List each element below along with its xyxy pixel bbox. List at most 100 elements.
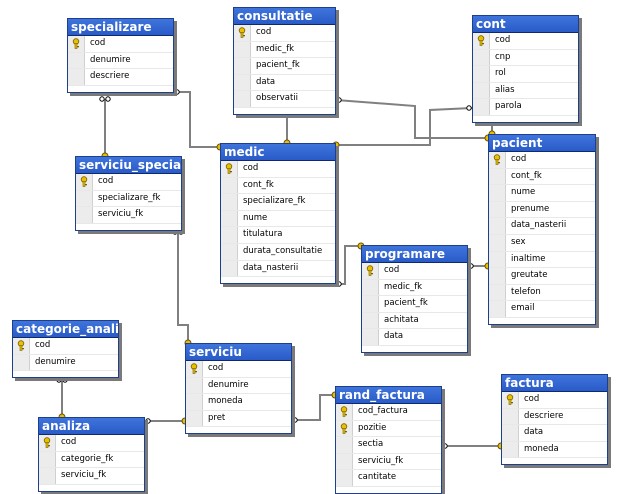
column-row[interactable]: observatii bbox=[234, 91, 335, 108]
column-row[interactable]: cod bbox=[76, 174, 181, 191]
column-row[interactable]: cod_factura bbox=[336, 404, 441, 421]
column-row[interactable]: pret bbox=[186, 410, 291, 428]
column-row[interactable]: cod bbox=[68, 36, 173, 53]
column-row[interactable]: medic_fk bbox=[234, 41, 335, 59]
column-row[interactable]: data bbox=[502, 425, 607, 442]
column-name: cod bbox=[35, 340, 51, 350]
column-row[interactable]: cod bbox=[186, 361, 291, 378]
table-footer bbox=[13, 371, 118, 377]
column-row[interactable]: email bbox=[489, 301, 595, 318]
column-row[interactable]: specializare_fk bbox=[221, 194, 335, 211]
table-title[interactable]: rand_factura bbox=[336, 387, 441, 404]
primary-key-icon bbox=[43, 437, 51, 448]
column-row[interactable]: cod bbox=[221, 161, 335, 178]
column-row[interactable]: cnp bbox=[473, 49, 578, 67]
table-title[interactable]: cont bbox=[473, 16, 578, 33]
row-selector bbox=[186, 394, 203, 410]
column-row[interactable]: denumire bbox=[68, 52, 173, 70]
column-row[interactable]: sectia bbox=[336, 437, 441, 454]
column-row[interactable]: rol bbox=[473, 66, 578, 83]
column-row[interactable]: nume bbox=[489, 185, 595, 202]
table-title[interactable]: serviciu_speciali: bbox=[76, 157, 181, 174]
relationship-line[interactable] bbox=[335, 99, 488, 139]
column-row[interactable]: titulatura bbox=[221, 227, 335, 244]
table-title[interactable]: medic bbox=[221, 144, 335, 161]
column-row[interactable]: pozitie bbox=[336, 420, 441, 438]
column-row[interactable]: durata_consultatie bbox=[221, 243, 335, 261]
table-title[interactable]: serviciu bbox=[186, 344, 291, 361]
column-row[interactable]: cod bbox=[489, 152, 595, 169]
relationship-line[interactable] bbox=[174, 91, 220, 148]
table-title[interactable]: analiza bbox=[39, 418, 144, 435]
column-name: cod bbox=[511, 154, 527, 164]
row-selector bbox=[13, 354, 30, 371]
column-row[interactable]: pacient_fk bbox=[362, 296, 467, 313]
column-row[interactable]: prenume bbox=[489, 201, 595, 219]
relationship-line[interactable] bbox=[336, 107, 473, 146]
table-title[interactable]: specializare bbox=[68, 19, 173, 36]
column-row[interactable]: moneda bbox=[502, 441, 607, 459]
table-title[interactable]: factura bbox=[502, 375, 607, 392]
relationship-line[interactable] bbox=[336, 245, 361, 285]
row-selector bbox=[473, 82, 490, 99]
column-row[interactable]: data_nasterii bbox=[489, 218, 595, 235]
column-row[interactable]: serviciu_fk bbox=[336, 453, 441, 471]
column-row[interactable]: inaltime bbox=[489, 251, 595, 269]
column-row[interactable]: greutate bbox=[489, 268, 595, 285]
column-row[interactable]: medic_fk bbox=[362, 279, 467, 297]
row-selector bbox=[234, 41, 251, 58]
column-row[interactable]: achitata bbox=[362, 312, 467, 330]
column-row[interactable]: parola bbox=[473, 99, 578, 116]
column-row[interactable]: moneda bbox=[186, 394, 291, 411]
column-row[interactable]: descriere bbox=[68, 69, 173, 86]
column-row[interactable]: data bbox=[234, 74, 335, 92]
relationship-line[interactable] bbox=[292, 394, 335, 421]
column-row[interactable]: alias bbox=[473, 82, 578, 100]
table-title[interactable]: pacient bbox=[489, 135, 595, 152]
column-row[interactable]: data_nasterii bbox=[221, 260, 335, 278]
column-name: denumire bbox=[90, 54, 131, 65]
column-row[interactable]: telefon bbox=[489, 284, 595, 302]
column-row[interactable]: cont_fk bbox=[489, 168, 595, 186]
column-row[interactable]: serviciu_fk bbox=[76, 207, 181, 224]
column-row[interactable]: cod bbox=[13, 338, 118, 355]
column-row[interactable]: cont_fk bbox=[221, 177, 335, 195]
column-row[interactable]: sex bbox=[489, 234, 595, 252]
table-title[interactable]: programare bbox=[362, 246, 467, 263]
column-row[interactable]: specializare_fk bbox=[76, 190, 181, 208]
column-row[interactable]: serviciu_fk bbox=[39, 468, 144, 485]
column-row[interactable]: data bbox=[362, 329, 467, 346]
column-row[interactable]: cod bbox=[473, 33, 578, 50]
column-row[interactable]: pacient_fk bbox=[234, 58, 335, 75]
relationship-line[interactable] bbox=[177, 232, 189, 343]
column-row[interactable]: denumire bbox=[13, 354, 118, 372]
column-row[interactable]: denumire bbox=[186, 377, 291, 395]
primary-key-icon bbox=[340, 406, 348, 417]
row-selector bbox=[489, 284, 506, 301]
table-title[interactable]: categorie_analiza bbox=[13, 321, 118, 338]
column-row[interactable]: cod bbox=[362, 263, 467, 280]
column-row[interactable]: cod bbox=[39, 435, 144, 452]
column-row[interactable]: nume bbox=[221, 210, 335, 228]
table-title[interactable]: consultatie bbox=[234, 8, 335, 25]
column-row[interactable]: cantitate bbox=[336, 470, 441, 487]
column-row[interactable]: cod bbox=[502, 392, 607, 409]
column-row[interactable]: categorie_fk bbox=[39, 451, 144, 469]
column-row[interactable]: cod bbox=[234, 25, 335, 42]
table-serviciu-specializare[interactable]: serviciu_speciali:codspecializare_fkserv… bbox=[75, 156, 182, 231]
column-row[interactable]: descriere bbox=[502, 408, 607, 426]
